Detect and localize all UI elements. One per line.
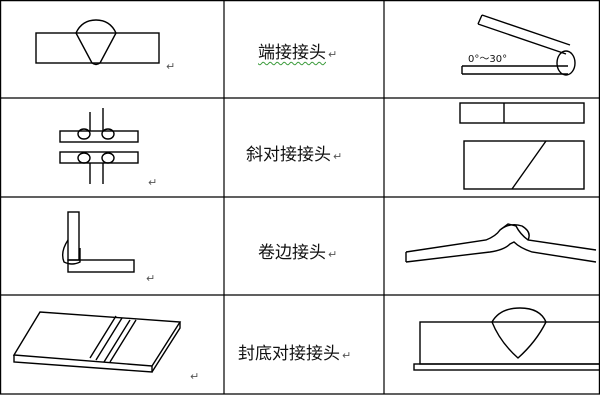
row-4-joint-name: 封底对接接头↵ (238, 339, 351, 364)
row-1-joint-name: 端接接头↵ (258, 38, 337, 63)
row-2-paragraph-mark: ↵ (333, 150, 343, 163)
row-4-paragraph-mark: ↵ (342, 349, 352, 362)
row-3-joint-name: 卷边接头↵ (258, 238, 337, 263)
corner-joint-drawing (61, 211, 135, 273)
backing-joint-section-drawing (413, 307, 600, 371)
backing-plate-perspective-drawing (12, 311, 182, 373)
row-2-side-paragraph-mark: ↵ (148, 176, 158, 189)
row-2-joint-name-text: 斜对接接头 (246, 145, 331, 165)
row-3-joint-name-text: 卷边接头 (258, 243, 326, 263)
row-3-paragraph-mark: ↵ (328, 248, 338, 261)
row-1-joint-name-text: 端接接头 (258, 43, 326, 63)
end-joint-section-drawing (35, 19, 160, 66)
oblique-joint-drawing (459, 102, 585, 190)
end-joint-angle-drawing (461, 14, 576, 76)
row-4-joint-name-text: 封底对接接头 (238, 344, 340, 364)
row-2-joint-name: 斜对接接头↵ (246, 140, 342, 165)
row-1-paragraph-mark: ↵ (328, 48, 338, 61)
row-3-side-paragraph-mark: ↵ (146, 272, 156, 285)
row-4-side-paragraph-mark: ↵ (190, 370, 200, 383)
flange-joint-drawing (405, 223, 597, 263)
row-1-side-paragraph-mark: ↵ (166, 60, 176, 73)
cross-joint-drawing (59, 108, 139, 184)
angle-range-label: 0°～30° (468, 54, 508, 65)
